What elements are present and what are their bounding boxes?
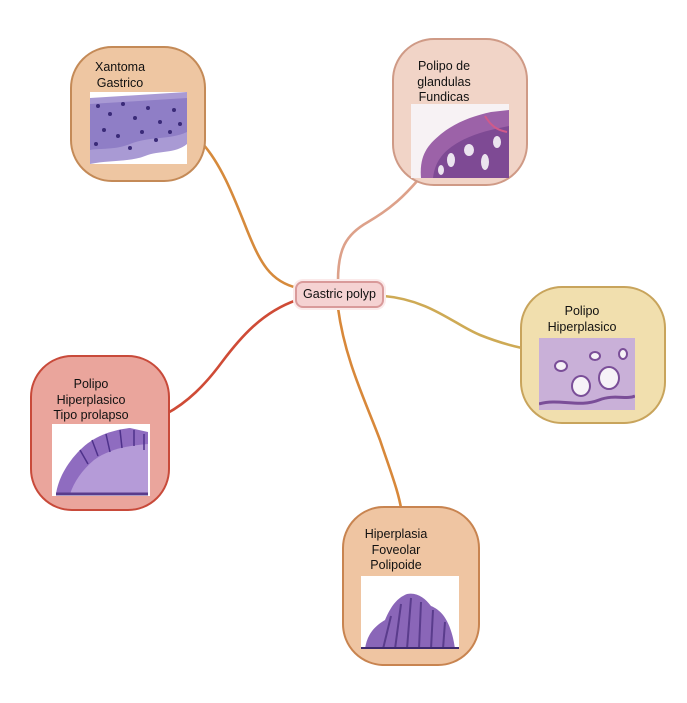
branch-hiperplasico — [382, 294, 524, 350]
node-xantoma-gastrico[interactable]: Xantoma Gastrico — [70, 46, 206, 182]
histology-xanthoma-image — [90, 92, 187, 164]
node-label: Polipo de glandulas Fundicas — [417, 59, 471, 104]
node-label: Hiperplasia Foveolar Polipoide — [364, 527, 428, 572]
node-label: Polipo Hiperplasico — [547, 304, 617, 334]
histology-foveolar-hyperplasia-image — [361, 576, 459, 649]
center-topic[interactable]: Gastric polyp — [295, 281, 384, 308]
branch-prolapso — [164, 298, 299, 416]
node-polipo-glandulas-fundicas[interactable]: Polipo de glandulas Fundicas — [392, 38, 528, 186]
branch-foveolar — [336, 306, 404, 517]
branch-fundicas — [336, 178, 420, 283]
branch-xantoma — [200, 141, 300, 290]
node-label: Polipo Hiperplasico Tipo prolapso — [53, 377, 129, 422]
node-polipo-hiperplasico[interactable]: Polipo Hiperplasico — [520, 286, 666, 424]
node-polipo-hiperplasico-tipo-prolapso[interactable]: Polipo Hiperplasico Tipo prolapso — [30, 355, 170, 511]
node-label: Xantoma Gastrico — [94, 60, 146, 90]
histology-fundic-gland-polyp-image — [411, 104, 509, 178]
node-hiperplasia-foveolar-polipoide[interactable]: Hiperplasia Foveolar Polipoide — [342, 506, 480, 666]
histology-prolapse-type-polyp-image — [52, 424, 150, 496]
histology-hyperplastic-polyp-image — [539, 338, 635, 410]
